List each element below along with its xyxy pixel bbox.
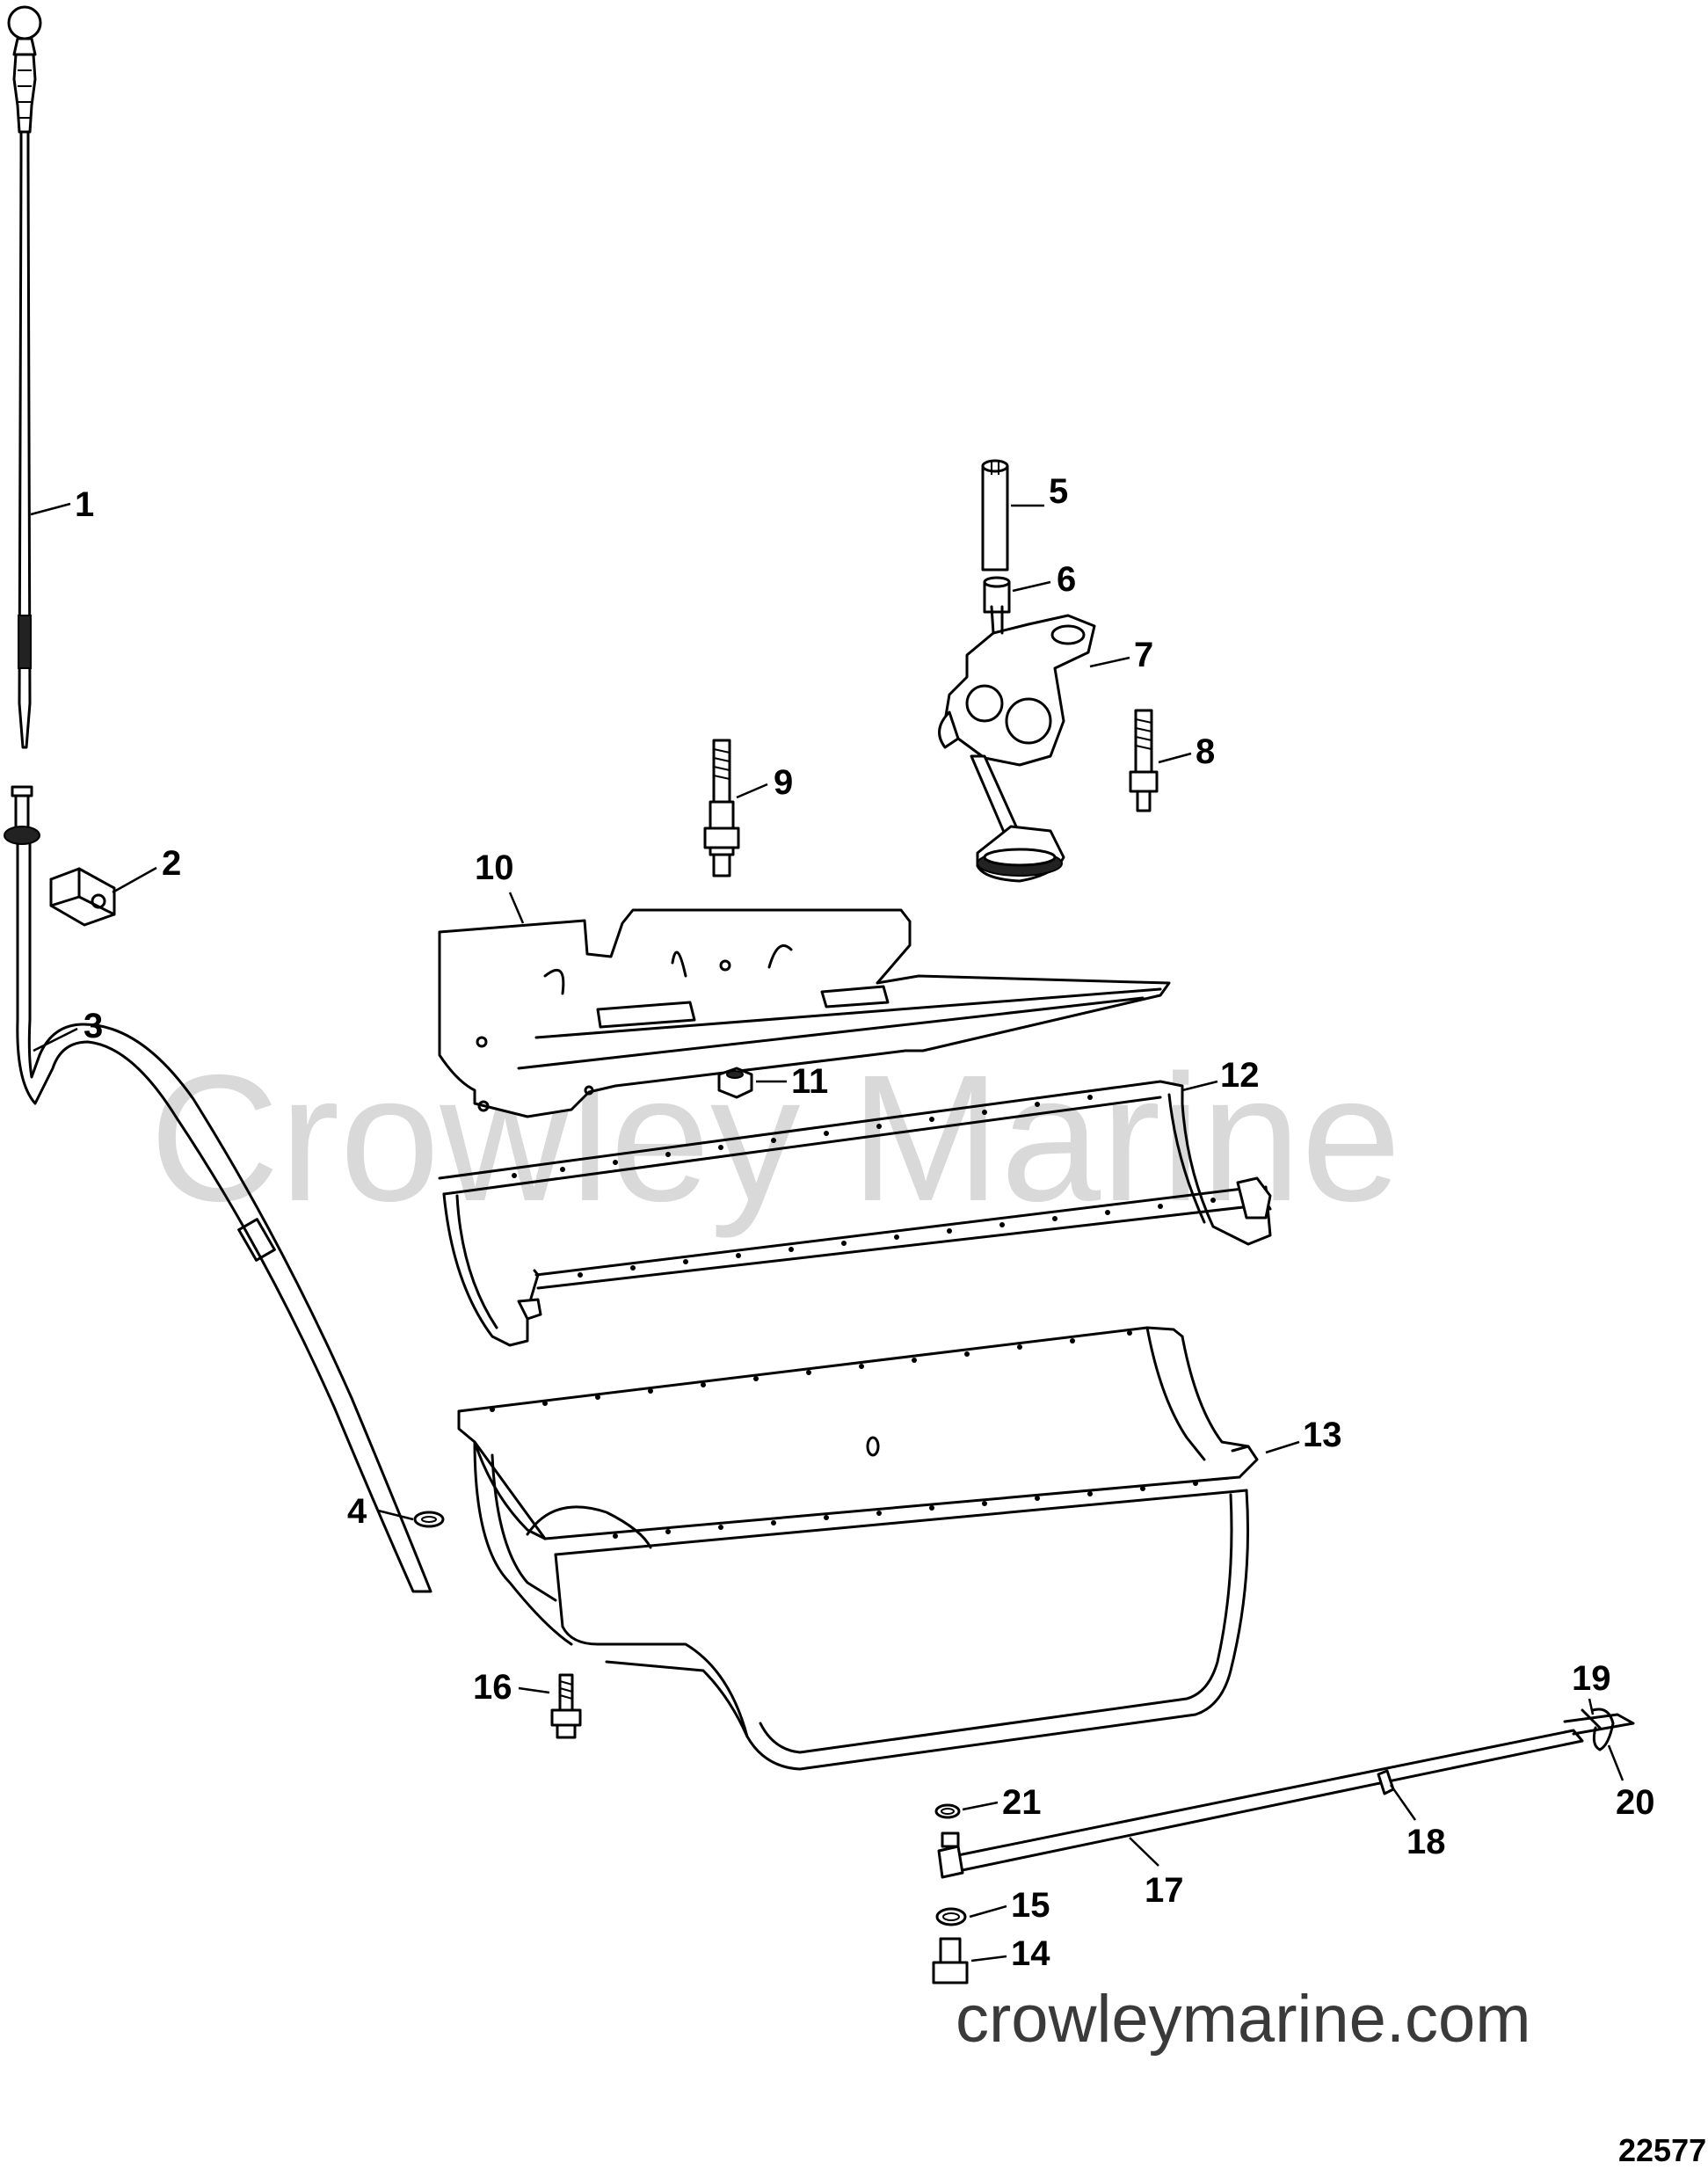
part-stud-baffle [703,739,740,877]
callout-3: 3 [84,1007,103,1045]
part-nut [717,1067,753,1099]
callout-2: 2 [162,844,181,883]
part-pump-shaft [981,459,1009,572]
callout-labels: 1 2 3 4 5 6 7 8 9 10 11 12 13 14 15 16 1… [75,472,1655,1973]
part-o-ring-small [934,1803,961,1819]
part-o-ring-tube [413,1511,445,1528]
part-hose-fitting [1563,1708,1635,1736]
part-drain-washer [935,1907,967,1926]
callout-1: 1 [75,485,94,524]
part-oil-pump [938,605,1096,883]
part-shaft-coupling [983,576,1011,614]
leader-lines [30,502,1624,1962]
part-pan-bolt [550,1673,582,1739]
website-url: crowleymarine.com [956,1982,1531,2057]
callout-8: 8 [1196,732,1215,771]
watermark-text: Crowley Marine [149,1038,1401,1239]
callout-11: 11 [791,1062,828,1101]
callout-12: 12 [1220,1056,1260,1095]
callout-20: 20 [1616,1783,1655,1822]
part-stud-pump [1129,709,1159,812]
callout-13: 13 [1303,1416,1342,1454]
callout-15: 15 [1011,1886,1050,1925]
callout-21: 21 [1002,1783,1042,1822]
callout-18: 18 [1406,1823,1446,1861]
part-windage-tray [438,908,1171,1118]
part-drain-hose [937,1729,1584,1879]
figure-number: 22577 [1618,2132,1706,2166]
callout-5: 5 [1049,472,1068,511]
part-oil-pan [457,1326,1259,1771]
callout-6: 6 [1057,560,1076,599]
callout-17: 17 [1145,1871,1184,1910]
part-drain-plug [932,1937,969,1984]
callout-4: 4 [347,1492,367,1531]
part-hose-clip [1591,1708,1615,1751]
callout-14: 14 [1011,1934,1050,1973]
callout-10: 10 [475,848,514,887]
part-dipstick-clip [49,867,116,927]
part-oil-pan-gasket [438,1080,1272,1347]
part-dipstick-tube [4,785,432,1593]
part-hose-clamp [1377,1769,1395,1795]
callout-9: 9 [774,763,793,802]
part-dipstick [7,5,42,749]
callout-16: 16 [473,1668,512,1707]
callout-7: 7 [1134,636,1153,674]
callout-19: 19 [1572,1659,1611,1698]
